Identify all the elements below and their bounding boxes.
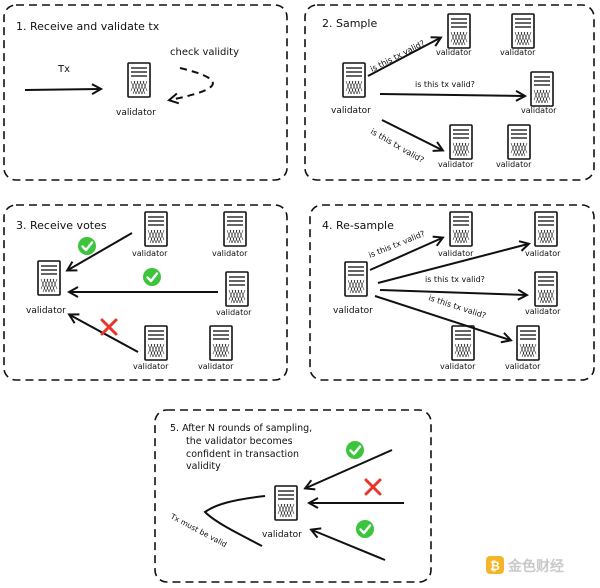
server-icon bbox=[127, 62, 151, 98]
panel-5-title-line-2: the validator becomes bbox=[186, 436, 293, 447]
watermark-logo: ₿ 金色财经 bbox=[486, 556, 564, 575]
panel-2-border bbox=[304, 4, 595, 181]
server-icon bbox=[223, 211, 247, 247]
red-x-icon bbox=[100, 318, 118, 336]
validator-label: validator bbox=[198, 362, 234, 371]
panel-2-title: 2. Sample bbox=[322, 17, 377, 30]
panel-5-border bbox=[154, 409, 432, 583]
tx-label: Tx bbox=[57, 64, 70, 75]
resample-arrow-4 bbox=[374, 295, 510, 340]
tx-valid-curve bbox=[203, 495, 266, 547]
panel-5-confidence: 5. After N rounds of sampling, the valid… bbox=[154, 409, 432, 583]
validator-label: validator bbox=[440, 362, 476, 371]
panel-1-receive-validate: 1. Receive and validate tx Tx validator … bbox=[3, 4, 288, 181]
validator-label: validator bbox=[262, 530, 302, 540]
validator-label: validator bbox=[525, 249, 561, 258]
sample-arrow-right bbox=[379, 94, 524, 96]
panel-3-border bbox=[3, 204, 288, 381]
panel-5-title-line-1: 5. After N rounds of sampling, bbox=[170, 423, 312, 434]
tx-arrow bbox=[24, 89, 100, 90]
panel-5-title-line-3: confident in transaction bbox=[186, 449, 299, 460]
server-icon bbox=[37, 260, 61, 296]
final-arrow-top bbox=[306, 449, 393, 488]
resample-arrow-3 bbox=[379, 290, 526, 295]
server-icon bbox=[144, 211, 168, 247]
sample-arrow-down bbox=[381, 119, 442, 150]
server-icon bbox=[449, 124, 473, 160]
panel-3-receive-votes: 3. Receive votes validator validator val… bbox=[3, 204, 288, 381]
server-icon bbox=[507, 124, 531, 160]
resample-arrow-1 bbox=[369, 238, 442, 271]
validator-label: validator bbox=[438, 249, 474, 258]
server-icon bbox=[342, 62, 366, 98]
panel-4-resample: 4. Re-sample validator validator validat… bbox=[309, 204, 595, 381]
question-label: is this tx valid? bbox=[425, 275, 485, 284]
validator-label: validator bbox=[26, 306, 66, 316]
validator-label: validator bbox=[500, 48, 536, 57]
watermark-text: 金色财经 bbox=[507, 558, 564, 575]
validator-label: validator bbox=[116, 108, 156, 118]
server-icon bbox=[447, 13, 471, 49]
validator-label: validator bbox=[438, 160, 474, 169]
validator-label: validator bbox=[496, 160, 532, 169]
validator-label: validator bbox=[505, 362, 541, 371]
vote-arrow-top bbox=[68, 232, 133, 270]
watermark-coin-glyph: ₿ bbox=[490, 559, 500, 573]
server-icon bbox=[225, 271, 249, 307]
question-label: is this tx valid? bbox=[369, 39, 426, 74]
validator-label: validator bbox=[436, 48, 472, 57]
sample-arrow-up bbox=[367, 38, 440, 77]
panel-5-title-line-4: validity bbox=[186, 461, 221, 472]
watermark-coin-icon bbox=[486, 556, 504, 574]
server-icon bbox=[274, 485, 298, 521]
server-icon bbox=[451, 325, 475, 361]
red-x-icon bbox=[364, 478, 382, 496]
validator-label: validator bbox=[132, 249, 168, 258]
question-label: is this tx valid? bbox=[367, 229, 426, 260]
check-validity-label: check validity bbox=[170, 47, 239, 58]
server-icon bbox=[530, 71, 554, 107]
server-icon bbox=[144, 325, 168, 361]
check-circle-icon bbox=[141, 266, 163, 288]
panel-2-sample: 2. Sample validator validator validator … bbox=[304, 4, 595, 181]
validator-label: validator bbox=[333, 306, 373, 316]
panel-3-title: 3. Receive votes bbox=[16, 219, 107, 232]
validator-label: validator bbox=[216, 308, 252, 317]
panel-1-title: 1. Receive and validate tx bbox=[16, 20, 160, 33]
server-icon bbox=[344, 261, 368, 297]
panel-4-border bbox=[309, 204, 595, 381]
server-icon bbox=[534, 211, 558, 247]
check-circle-icon bbox=[344, 439, 366, 461]
panel-4-title: 4. Re-sample bbox=[322, 219, 394, 232]
validator-label: validator bbox=[521, 106, 557, 115]
question-label: is this tx valid? bbox=[369, 127, 425, 165]
validator-label: validator bbox=[525, 307, 561, 316]
server-icon bbox=[534, 271, 558, 307]
validator-label: validator bbox=[331, 106, 371, 116]
validator-label: validator bbox=[212, 249, 248, 258]
server-icon bbox=[511, 13, 535, 49]
panel-1-border bbox=[3, 4, 288, 181]
server-icon bbox=[516, 325, 540, 361]
final-arrow-bottom bbox=[312, 530, 386, 561]
check-circle-icon bbox=[76, 235, 98, 257]
check-validity-loop-arrow bbox=[170, 67, 214, 100]
server-icon bbox=[209, 325, 233, 361]
resample-arrow-2 bbox=[377, 244, 528, 284]
check-circle-icon bbox=[354, 518, 376, 540]
validator-label: validator bbox=[133, 362, 169, 371]
server-icon bbox=[449, 211, 473, 247]
question-label: is this tx valid? bbox=[415, 80, 475, 89]
tx-must-be-valid-label: Tx must be valid bbox=[168, 511, 228, 549]
